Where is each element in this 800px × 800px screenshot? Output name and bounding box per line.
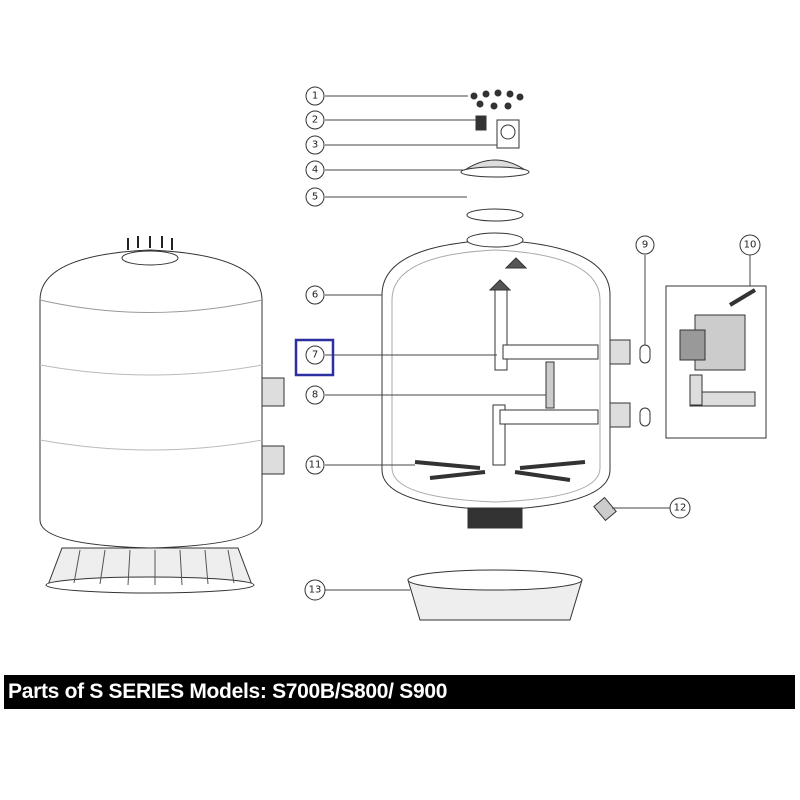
- highlight-box: [294, 338, 335, 377]
- svg-text:10: 10: [744, 240, 757, 251]
- callout-7[interactable]: 7: [305, 345, 325, 365]
- lid-bolts: [470, 89, 524, 110]
- svg-text:7: 7: [312, 350, 318, 361]
- leader-lines: [325, 95, 751, 591]
- callout-2[interactable]: 2: [305, 110, 325, 130]
- filter-tank-cutaway: [381, 89, 767, 621]
- callout-9[interactable]: 9: [635, 235, 655, 255]
- callout-8[interactable]: 8: [305, 385, 325, 405]
- parts-diagram: 1 2 3 4 5 6 7 8 9 10 11 12 13: [39, 86, 767, 621]
- svg-text:1: 1: [312, 91, 318, 102]
- filter-tank-exterior: [39, 236, 285, 594]
- air-valve: [475, 115, 487, 131]
- callout-1[interactable]: 1: [305, 86, 325, 106]
- svg-text:2: 2: [312, 115, 318, 126]
- callout-11[interactable]: 11: [305, 455, 325, 475]
- callout-12[interactable]: 12: [669, 497, 691, 519]
- gasket-ring: [466, 208, 524, 222]
- callout-13[interactable]: 13: [304, 579, 326, 601]
- callout-6[interactable]: 6: [305, 285, 325, 305]
- svg-text:6: 6: [312, 290, 318, 301]
- callout-10[interactable]: 10: [739, 234, 761, 256]
- callout-3[interactable]: 3: [305, 135, 325, 155]
- callout-5[interactable]: 5: [305, 187, 325, 207]
- diagram-caption: Parts of S SERIES Models: S700B/S800/ S9…: [4, 675, 795, 709]
- svg-text:9: 9: [642, 240, 648, 251]
- drain-plug: [593, 496, 617, 522]
- svg-text:3: 3: [312, 140, 318, 151]
- callout-4[interactable]: 4: [305, 160, 325, 180]
- svg-text:5: 5: [312, 192, 318, 203]
- svg-text:13: 13: [309, 585, 322, 596]
- pressure-gauge: [496, 119, 520, 149]
- svg-text:8: 8: [312, 390, 318, 401]
- svg-text:12: 12: [674, 503, 687, 514]
- svg-text:4: 4: [312, 165, 318, 176]
- svg-text:11: 11: [309, 460, 322, 471]
